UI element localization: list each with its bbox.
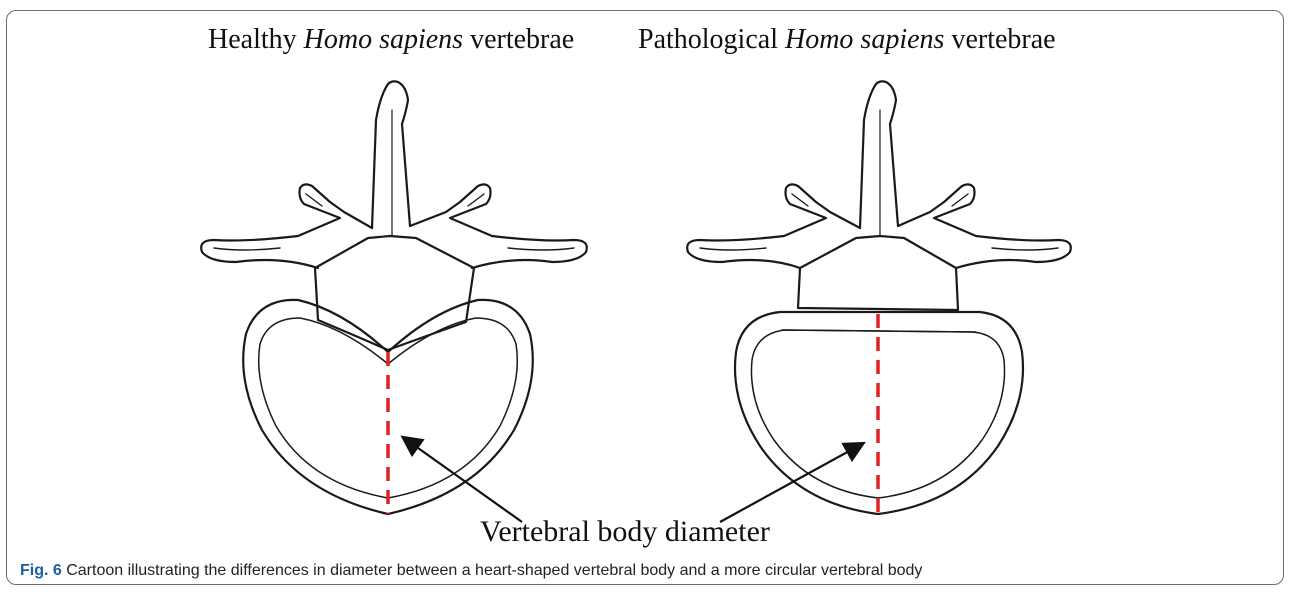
pathological-spinous-process (860, 81, 898, 228)
pathological-right-transverse-process (898, 184, 1071, 268)
caption-text: Cartoon illustrating the differences in … (62, 562, 923, 579)
arrow-to-healthy-diameter (404, 438, 522, 522)
pathological-left-transverse-process (687, 184, 860, 268)
pathological-neural-arch (798, 236, 958, 310)
healthy-right-transverse-process (410, 184, 587, 268)
arrow-to-pathological-diameter (720, 444, 862, 522)
pathological-vertebra-drawing (687, 81, 1071, 514)
healthy-vertebra-drawing (201, 81, 587, 514)
healthy-panel-title: Healthy Homo sapiens vertebrae (208, 24, 574, 56)
healthy-left-transverse-process (201, 184, 372, 268)
vertebral-body-diameter-label: Vertebral body diameter (480, 515, 770, 549)
figure-number: Fig. 6 (20, 562, 62, 579)
figure-caption: Fig. 6 Cartoon illustrating the differen… (20, 562, 922, 580)
pathological-panel-title: Pathological Homo sapiens vertebrae (638, 24, 1056, 56)
healthy-neural-arch (315, 236, 474, 350)
healthy-spinous-process (372, 81, 410, 228)
